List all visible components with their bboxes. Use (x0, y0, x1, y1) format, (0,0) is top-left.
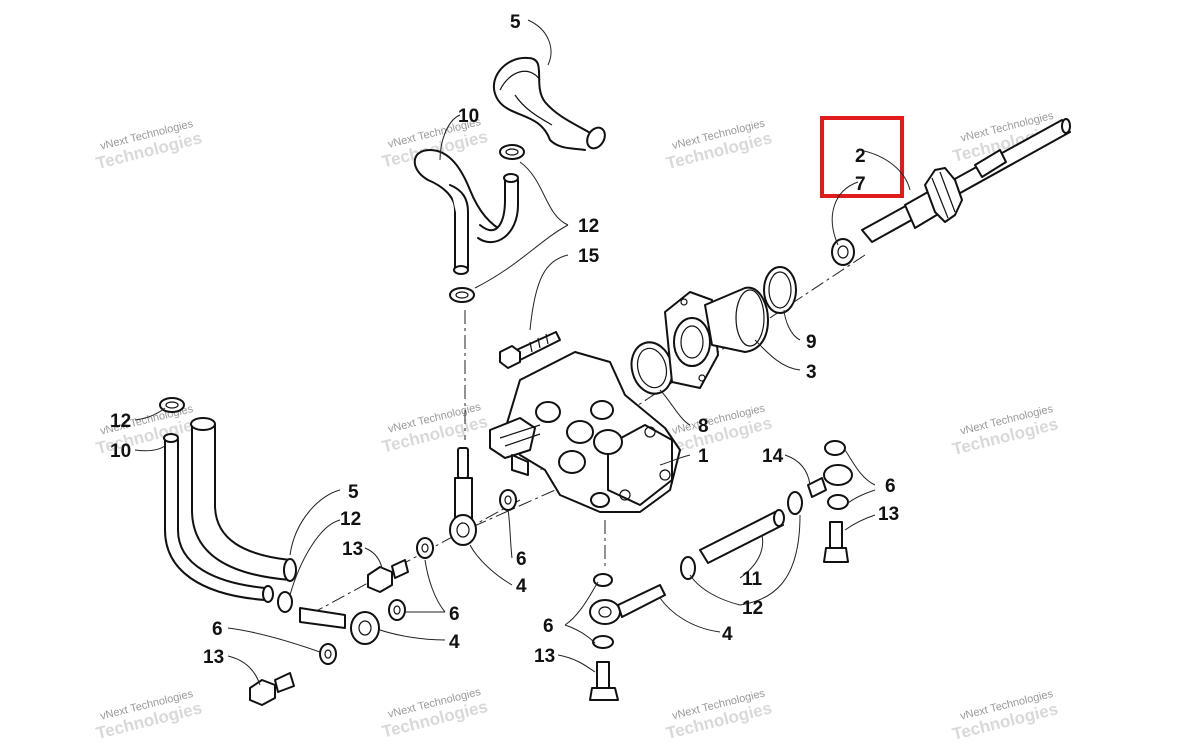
fitting-14 (807, 464, 853, 498)
washer-6 (824, 440, 846, 456)
callout-12: 12 (110, 411, 131, 432)
bolt-15 (499, 331, 561, 369)
banjo-fitting-left (299, 607, 380, 645)
callout-12: 12 (578, 216, 599, 237)
banjo-bolt-13 (249, 672, 295, 706)
hose-clamp (680, 556, 696, 580)
callout-13: 13 (203, 647, 224, 668)
highlight-box (820, 116, 904, 198)
hose-loop-top (413, 149, 519, 275)
washer-6 (319, 643, 337, 665)
banjo-bolt-13 (823, 521, 849, 563)
leader-lines (134, 19, 911, 686)
hose-clamp (277, 591, 293, 613)
callout-13: 13 (878, 504, 899, 525)
banjo-bolt-13 (589, 661, 619, 701)
callout-2: 2 (855, 146, 866, 167)
oil-pump-body (489, 351, 681, 513)
callout-3: 3 (806, 362, 817, 383)
callout-11: 11 (742, 569, 763, 590)
washer-7 (831, 238, 855, 266)
banjo-bolt-13 (367, 559, 409, 593)
o-ring-8 (630, 341, 674, 395)
callout-4: 4 (516, 576, 527, 597)
callout-6: 6 (212, 619, 223, 640)
callout-1: 1 (698, 446, 709, 467)
callout-12: 12 (742, 598, 763, 619)
callout-6: 6 (449, 604, 460, 625)
callout-labels: 5 10 12 15 2 7 9 3 8 1 14 6 13 11 12 4 6… (110, 12, 899, 668)
callout-4: 4 (722, 624, 733, 645)
banjo-fitting-bottom (589, 573, 666, 649)
o-ring-9 (763, 266, 797, 314)
hose-left-5 (190, 417, 297, 582)
callout-15: 15 (578, 246, 600, 267)
washer-6 (388, 599, 406, 621)
callout-13: 13 (534, 646, 555, 667)
callout-8: 8 (698, 416, 709, 437)
pump-housing-3 (664, 286, 769, 389)
callout-6: 6 (885, 476, 896, 497)
callout-13: 13 (342, 539, 363, 560)
washer-6 (827, 494, 849, 510)
callout-9: 9 (806, 332, 817, 353)
hose-clamp (159, 397, 185, 413)
callout-5: 5 (348, 482, 359, 503)
hose-left-10 (163, 433, 274, 603)
callout-14: 14 (762, 446, 784, 467)
callout-7: 7 (855, 174, 866, 195)
washer-6 (416, 537, 434, 559)
washer-6 (499, 489, 517, 511)
hose-clamp (449, 287, 475, 303)
hose-clamp (787, 491, 803, 515)
callout-5: 5 (510, 12, 521, 33)
callout-12: 12 (340, 509, 361, 530)
callout-4: 4 (449, 632, 460, 653)
hose-clamp (499, 144, 525, 160)
callout-10: 10 (110, 441, 131, 462)
drive-shaft-gear-2 (861, 118, 1071, 243)
callout-10: 10 (458, 106, 479, 127)
hose-u-bend-top (492, 56, 606, 151)
callout-6: 6 (543, 616, 554, 637)
callout-6: 6 (516, 549, 527, 570)
hose-11 (699, 509, 785, 564)
banjo-fitting-mid (449, 447, 477, 546)
